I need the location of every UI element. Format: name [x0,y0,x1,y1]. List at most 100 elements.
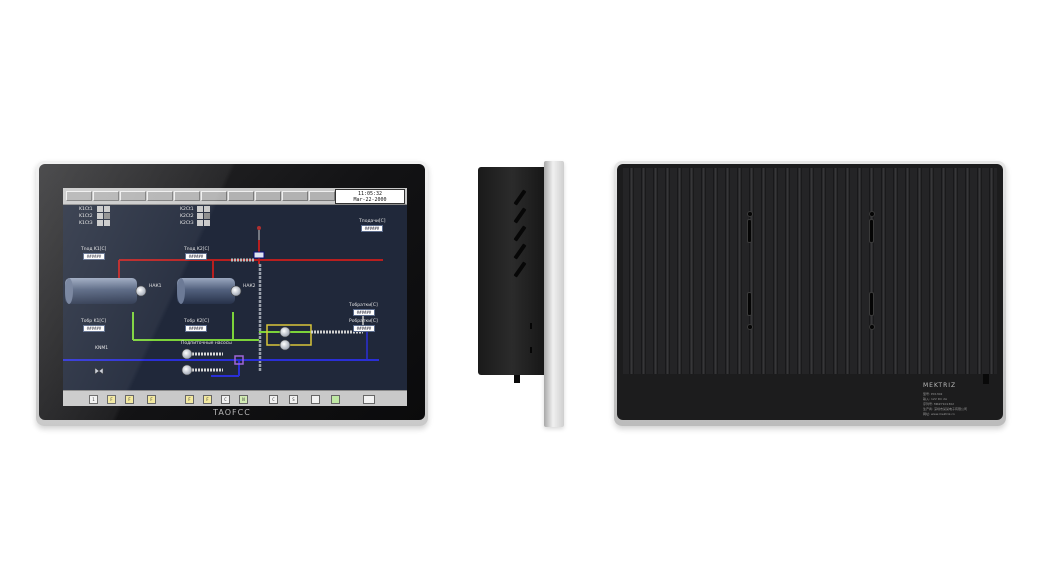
side-view [476,161,566,429]
heatsink-fin [713,168,718,374]
k1-ct1-label: K1Ct1 [79,207,93,212]
heatsink-fin [989,168,994,374]
knm-valve-icon[interactable] [94,367,104,375]
mount-hole [747,211,753,217]
heatsink-fin [641,168,646,374]
hmi-bottom-button[interactable]: F [147,395,156,404]
hmi-bottom-button[interactable]: C [269,395,278,404]
hmi-bottom-bar: 1 F F F F F C N C S [63,390,407,406]
back-brand-label: MEKTRIZ [923,382,957,389]
mount-slot [869,219,874,243]
hmi-bottom-button[interactable]: C [221,395,230,404]
spec-line: 网址: www.mektriz.cn [923,412,955,416]
heatsink-fin [977,168,982,374]
spec-line: 生产商: 深圳市某某电子有限公司 [923,407,967,411]
heatsink-fin [845,168,850,374]
heatsink-fin [965,168,970,374]
back-body: MEKTRIZ 型号: PX1302 输入: 12V DC 2A 序列号: MR… [617,164,1003,420]
hmi-bottom-button[interactable]: F [107,395,116,404]
heatsink-fin [629,168,634,374]
hmi-bottom-button[interactable] [311,395,320,404]
mount-hole [869,324,875,330]
knm-label: KNM1 [95,346,109,351]
heatsink-fin [761,168,766,374]
heatsink-fin [929,168,934,374]
hmi-bottom-button[interactable]: F [125,395,134,404]
heatsink-fin [941,168,946,374]
side-slot [530,347,532,353]
k2-status-grid [197,206,210,226]
hmi-top-button[interactable] [147,191,173,201]
heatsink-fin [821,168,826,374]
front-bezel: 11:05:32 Mar-22-2000 [39,164,425,420]
side-connector [514,375,520,383]
heatsink-fin [689,168,694,374]
k1-ct2-label: K1Ct2 [79,214,93,219]
heatsink-fin [677,168,682,374]
makeup-pump-icon[interactable] [181,348,193,360]
heatsink-fin [833,168,838,374]
heatsink-fin [725,168,730,374]
heatsink-fin [737,168,742,374]
tobr-k1-value: ###### [83,325,105,332]
vent-slot [513,207,527,224]
heatsink-fin [701,168,706,374]
spec-line: 型号: PX1302 [923,392,943,396]
pump-nak2-icon[interactable] [230,285,242,297]
boiler-k1[interactable] [65,278,137,304]
hmi-top-button[interactable] [66,191,92,201]
nak1-label: НАК1 [149,284,162,289]
hmi-bottom-button[interactable]: F [185,395,194,404]
valve-icon[interactable] [253,251,265,259]
hmi-top-button[interactable] [201,191,227,201]
makeup-pumps-label: Подпиточные насосы [181,341,232,346]
hmi-bottom-button[interactable]: F [203,395,212,404]
hmi-top-button[interactable] [255,191,281,201]
mount-slot [747,219,752,243]
heatsink-fin [953,168,958,374]
makeup-pump-icon[interactable] [181,364,193,376]
hmi-bottom-button[interactable]: S [289,395,298,404]
robratki-value: ###### [353,325,375,332]
tobr-k2-value: ###### [185,325,207,332]
tobratki-label: Tобратки[C] [349,303,378,308]
k1-ct3-label: K1Ct3 [79,221,93,226]
power-connector [983,374,989,384]
hmi-date: Mar-22-2000 [353,197,387,203]
heatsink-fin [869,168,874,374]
k1-status-grid [97,206,110,226]
hmi-top-button[interactable] [120,191,146,201]
tpod-k2-label: Tnoд K2[C] [184,247,210,252]
heatsink [623,168,997,374]
hmi-bottom-button[interactable]: N [239,395,248,404]
hmi-top-button[interactable] [174,191,200,201]
hmi-bottom-button[interactable]: 1 [89,395,98,404]
heatsink-fin [917,168,922,374]
hmi-top-button[interactable] [228,191,254,201]
heatsink-fin [653,168,658,374]
pump-icon[interactable] [279,326,291,338]
hmi-top-button[interactable] [282,191,308,201]
tpod-k1-value: ###### [83,253,105,260]
tpod-k2-value: ###### [185,253,207,260]
heatsink-fin [665,168,670,374]
hmi-bottom-button[interactable] [331,395,340,404]
pump-nak1-icon[interactable] [135,285,147,297]
hmi-screen[interactable]: 11:05:32 Mar-22-2000 [63,188,407,406]
mount-slot [869,292,874,316]
heatsink-fin [881,168,886,374]
side-frame [544,161,564,427]
hmi-top-button[interactable] [309,191,335,201]
hmi-top-bar: 11:05:32 Mar-22-2000 [63,188,407,205]
tobr-k1-label: Tобр K1[C] [81,319,107,324]
hmi-top-button[interactable] [93,191,119,201]
boiler-k2[interactable] [177,278,235,304]
spec-line: 序列号: MRZ7101302 [923,402,955,406]
vent-slot [513,261,527,278]
tpodachi-label: Tподачи[C] [359,219,386,224]
vent-slot [513,225,527,242]
pump-icon[interactable] [279,339,291,351]
tpodachi-value: ###### [361,225,383,232]
hmi-bottom-button[interactable] [363,395,375,404]
heatsink-fin [749,168,754,374]
